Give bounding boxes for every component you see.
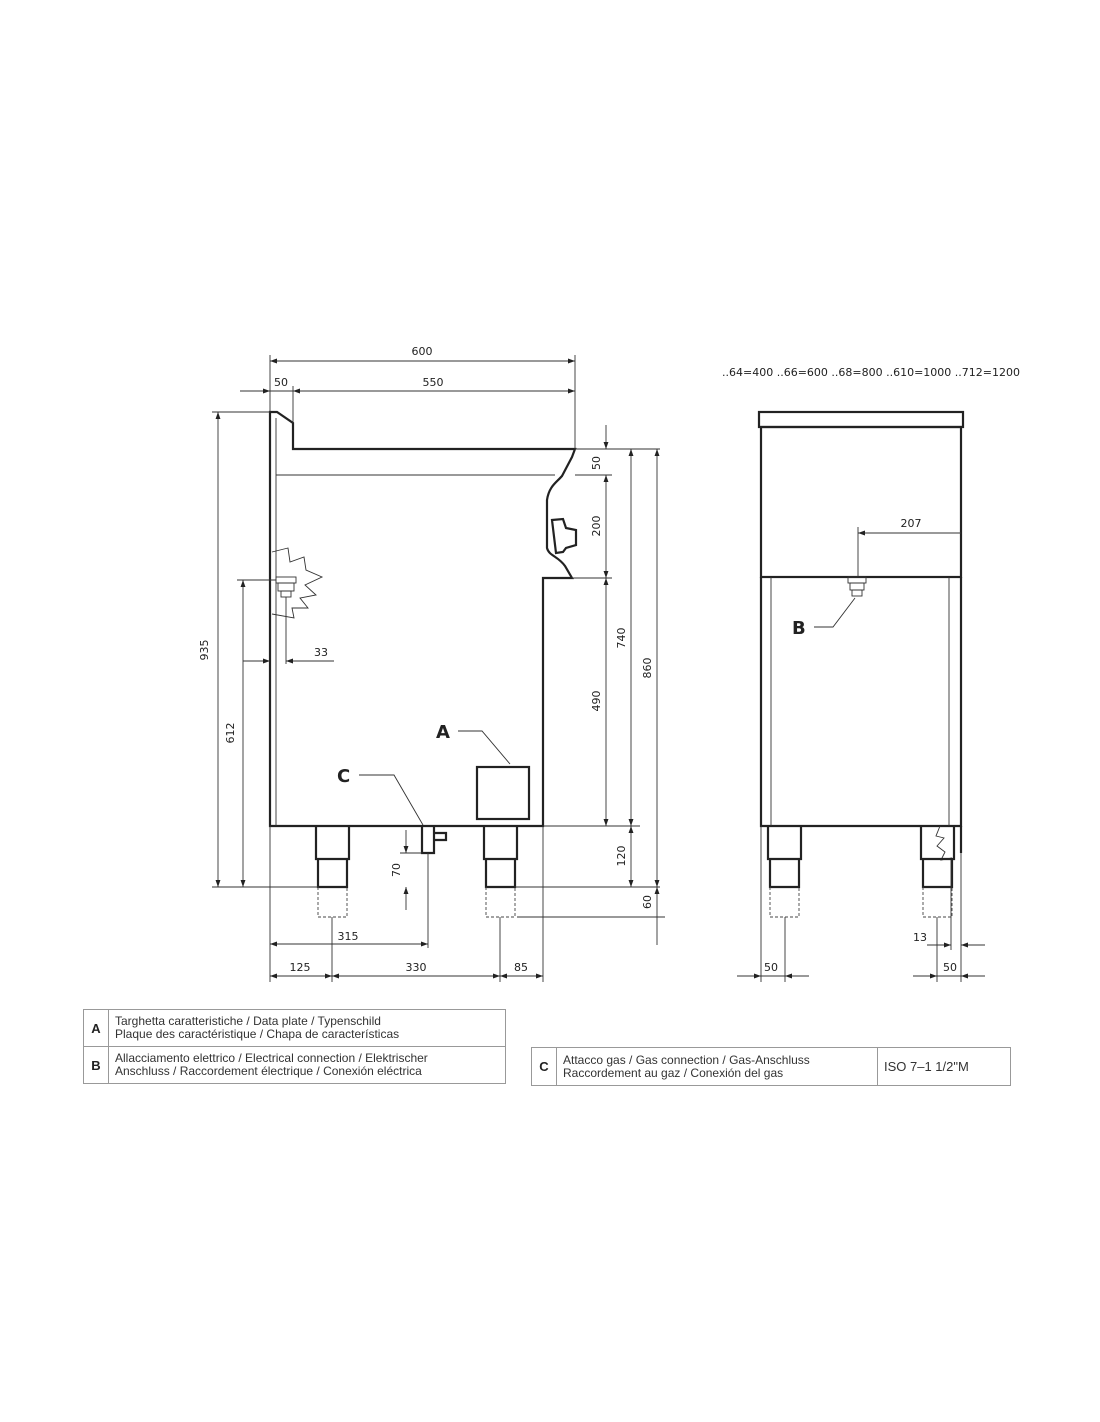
legend-text-b: Allacciamento elettrico / Electrical con… (108, 1046, 506, 1084)
front-width-variants: ..64=400 ..66=600 ..68=800 ..610=1000 ..… (722, 366, 1020, 379)
side-legs (314, 826, 519, 918)
dim-upstand: 50 (274, 376, 288, 389)
side-break-line (271, 547, 324, 619)
callout-c: C (337, 766, 350, 787)
dim-total-height: 935 (198, 640, 211, 661)
dim-leg-adjust: 60 (641, 895, 654, 909)
dim-gas-height: 70 (390, 863, 403, 877)
legend-row-c: C Attacco gas / Gas connection / Gas-Ans… (531, 1047, 1011, 1086)
dim-front-electrical-offset: 207 (901, 517, 922, 530)
legend-table-c: C Attacco gas / Gas connection / Gas-Ans… (531, 1047, 1011, 1086)
legend-b-line2: Anschluss / Raccordement électrique / Co… (115, 1064, 422, 1078)
dim-top-depth: 550 (423, 376, 444, 389)
dim-leg-offset-front: 125 (290, 961, 311, 974)
side-view: 600 50 550 935 612 33 50 200 490 740 (198, 345, 665, 982)
legend-table-ab: A Targhetta caratteristiche / Data plate… (83, 1009, 506, 1084)
side-body-outline (268, 410, 577, 828)
legend-a-line2: Plaque des caractéristique / Chapa de ca… (115, 1027, 400, 1041)
callout-b: B (792, 618, 806, 639)
legend-a-line1: Targhetta caratteristiche / Data plate /… (115, 1014, 381, 1028)
leader-a (458, 730, 511, 765)
dim-front-leg-left: 50 (764, 961, 778, 974)
leader-c (359, 774, 424, 826)
front-break-line (935, 825, 953, 861)
dim-panel-height: 200 (590, 516, 603, 537)
dim-worktop-height: 860 (641, 658, 654, 679)
dim-total-depth: 600 (412, 345, 433, 358)
dim-front-leg-side: 13 (913, 931, 927, 944)
dim-leg-spacing: 330 (406, 961, 427, 974)
legend-key-b: B (83, 1046, 109, 1084)
legend-key-c: C (531, 1047, 557, 1086)
side-control-knob (550, 517, 578, 555)
front-view: ..64=400 ..66=600 ..68=800 ..610=1000 ..… (722, 366, 1020, 982)
legend-c-spec: ISO 7–1 1/2"M (877, 1047, 1011, 1086)
front-panel (759, 425, 963, 579)
legend-text-a: Targhetta caratteristiche / Data plate /… (108, 1009, 506, 1047)
dim-leg-height: 120 (615, 846, 628, 867)
side-data-plate (475, 765, 531, 821)
dim-electrical-offset: 33 (314, 646, 328, 659)
dim-body-height: 740 (615, 628, 628, 649)
legend-b-line1: Allacciamento elettrico / Electrical con… (115, 1051, 428, 1065)
dim-electrical-height: 612 (224, 723, 237, 744)
front-legs (766, 826, 956, 918)
side-gas-connection (420, 826, 448, 855)
dim-lower-height: 490 (590, 691, 603, 712)
callout-a: A (436, 722, 450, 743)
front-electrical-gland (847, 576, 867, 597)
dim-front-leg-right: 50 (943, 961, 957, 974)
side-electrical-gland (275, 576, 297, 598)
dim-top-thickness: 50 (590, 456, 603, 470)
leader-b (814, 597, 856, 628)
legend-c-line1: Attacco gas / Gas connection / Gas-Ansch… (563, 1052, 810, 1067)
dim-gas-depth: 315 (338, 930, 359, 943)
front-body (759, 577, 963, 828)
front-worktop (757, 410, 965, 429)
legend-row-b: B Allacciamento elettrico / Electrical c… (83, 1046, 506, 1084)
legend-key-a: A (83, 1009, 109, 1047)
dim-leg-offset-rear: 85 (514, 961, 528, 974)
legend-text-c: Attacco gas / Gas connection / Gas-Ansch… (556, 1047, 878, 1086)
legend-c-line2: Raccordement au gaz / Conexión del gas (563, 1065, 784, 1080)
legend-row-a: A Targhetta caratteristiche / Data plate… (83, 1009, 506, 1047)
